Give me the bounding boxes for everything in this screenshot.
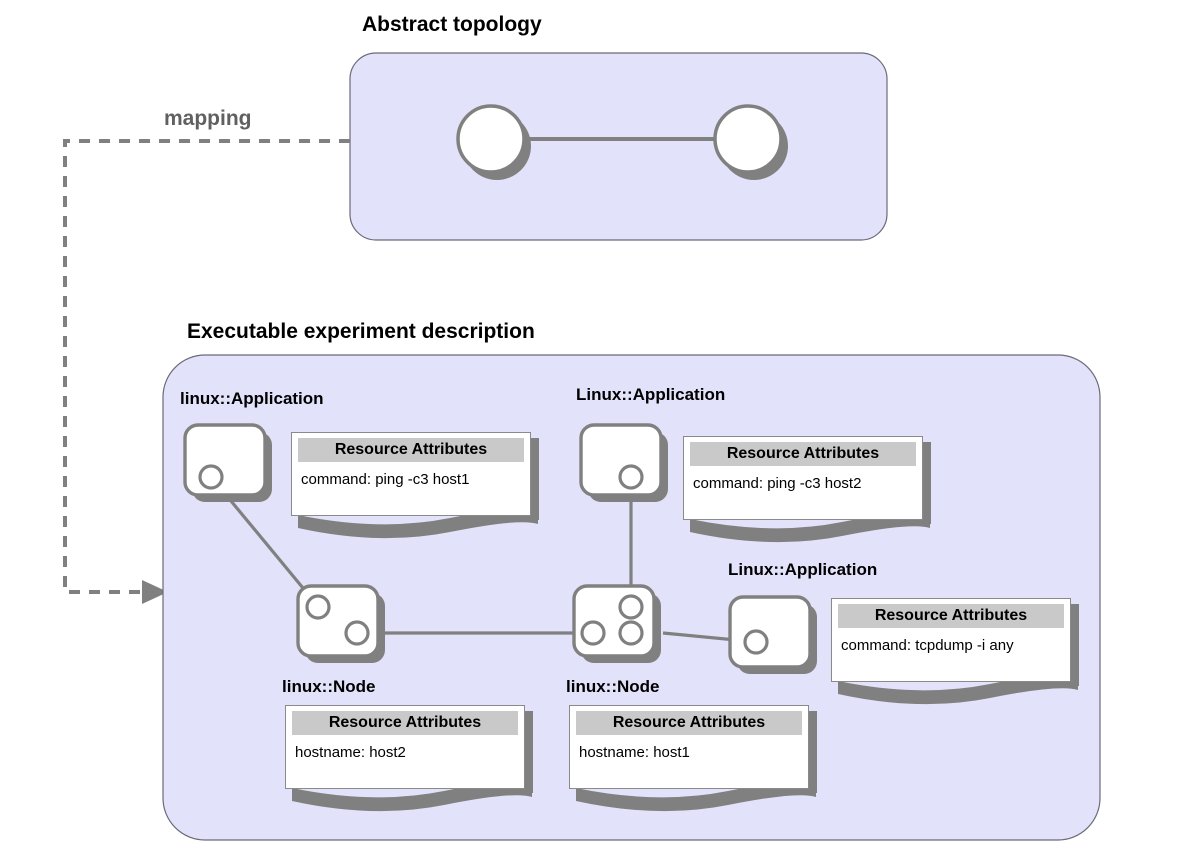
abstract-node-left[interactable] [456,104,526,174]
app3-shape[interactable] [728,595,817,674]
app1-note-body: command: ping -c3 host1 [301,471,470,488]
abstract-topology-panel [349,52,888,241]
node2-note-shadow-right [809,711,817,793]
node1-note-body: hostname: host2 [295,744,406,761]
app3-port-icon [743,629,769,655]
node2-note-body: hostname: host1 [579,744,690,761]
app2-port-icon [618,464,644,490]
app3-note[interactable]: Resource Attributes command: tcpdump -i … [831,598,1071,682]
app1-label: linux::Application [180,389,324,408]
app3-note-header: Resource Attributes [838,604,1064,628]
app2-label: Linux::Application [576,385,726,404]
app3-note-shadow-right [1071,604,1079,686]
node2-body [572,584,656,658]
node1-note-shadow-right [525,711,533,793]
node1-note[interactable]: Resource Attributes hostname: host2 [285,705,525,789]
app2-note-header: Resource Attributes [690,442,916,466]
node1-label: linux::Node [282,677,376,696]
app2-note-shadow-right [923,442,931,524]
node2-port-right-icon [618,620,644,646]
app2-shape[interactable] [579,423,668,502]
node1-port-a-icon [305,594,331,620]
abstract-topology-panel-bg [349,52,888,241]
abstract-topology-title: Abstract topology [362,13,542,36]
node2-note[interactable]: Resource Attributes hostname: host1 [569,705,809,789]
app1-port-icon [198,464,224,490]
experiment-title: Executable experiment description [187,320,535,343]
app3-label: Linux::Application [728,560,878,579]
mapping-arrow [63,139,350,604]
app2-note[interactable]: Resource Attributes command: ping -c3 ho… [683,436,923,520]
node2-port-left-icon [580,620,606,646]
node2-label: linux::Node [566,677,660,696]
node2-port-top-icon [618,594,644,620]
app1-shape[interactable] [183,423,272,502]
app2-note-body: command: ping -c3 host2 [693,475,862,492]
arrow-head-icon [142,580,168,604]
dashed-arrow-icon [63,139,350,594]
node1-shape[interactable] [296,584,385,663]
node2-shape[interactable] [572,584,661,663]
app1-body [183,423,267,497]
app1-note-shadow-right [531,438,539,520]
node2-note-header: Resource Attributes [576,711,802,735]
app1-note[interactable]: Resource Attributes command: ping -c3 ho… [291,432,531,516]
app3-body [728,595,812,669]
mapping-label: mapping [164,107,252,130]
node1-body [296,584,380,658]
app3-note-body: command: tcpdump -i any [841,637,1014,654]
app1-note-header: Resource Attributes [298,438,524,462]
node1-note-header: Resource Attributes [292,711,518,735]
abstract-node-right[interactable] [713,104,783,174]
node1-port-b-icon [344,620,370,646]
